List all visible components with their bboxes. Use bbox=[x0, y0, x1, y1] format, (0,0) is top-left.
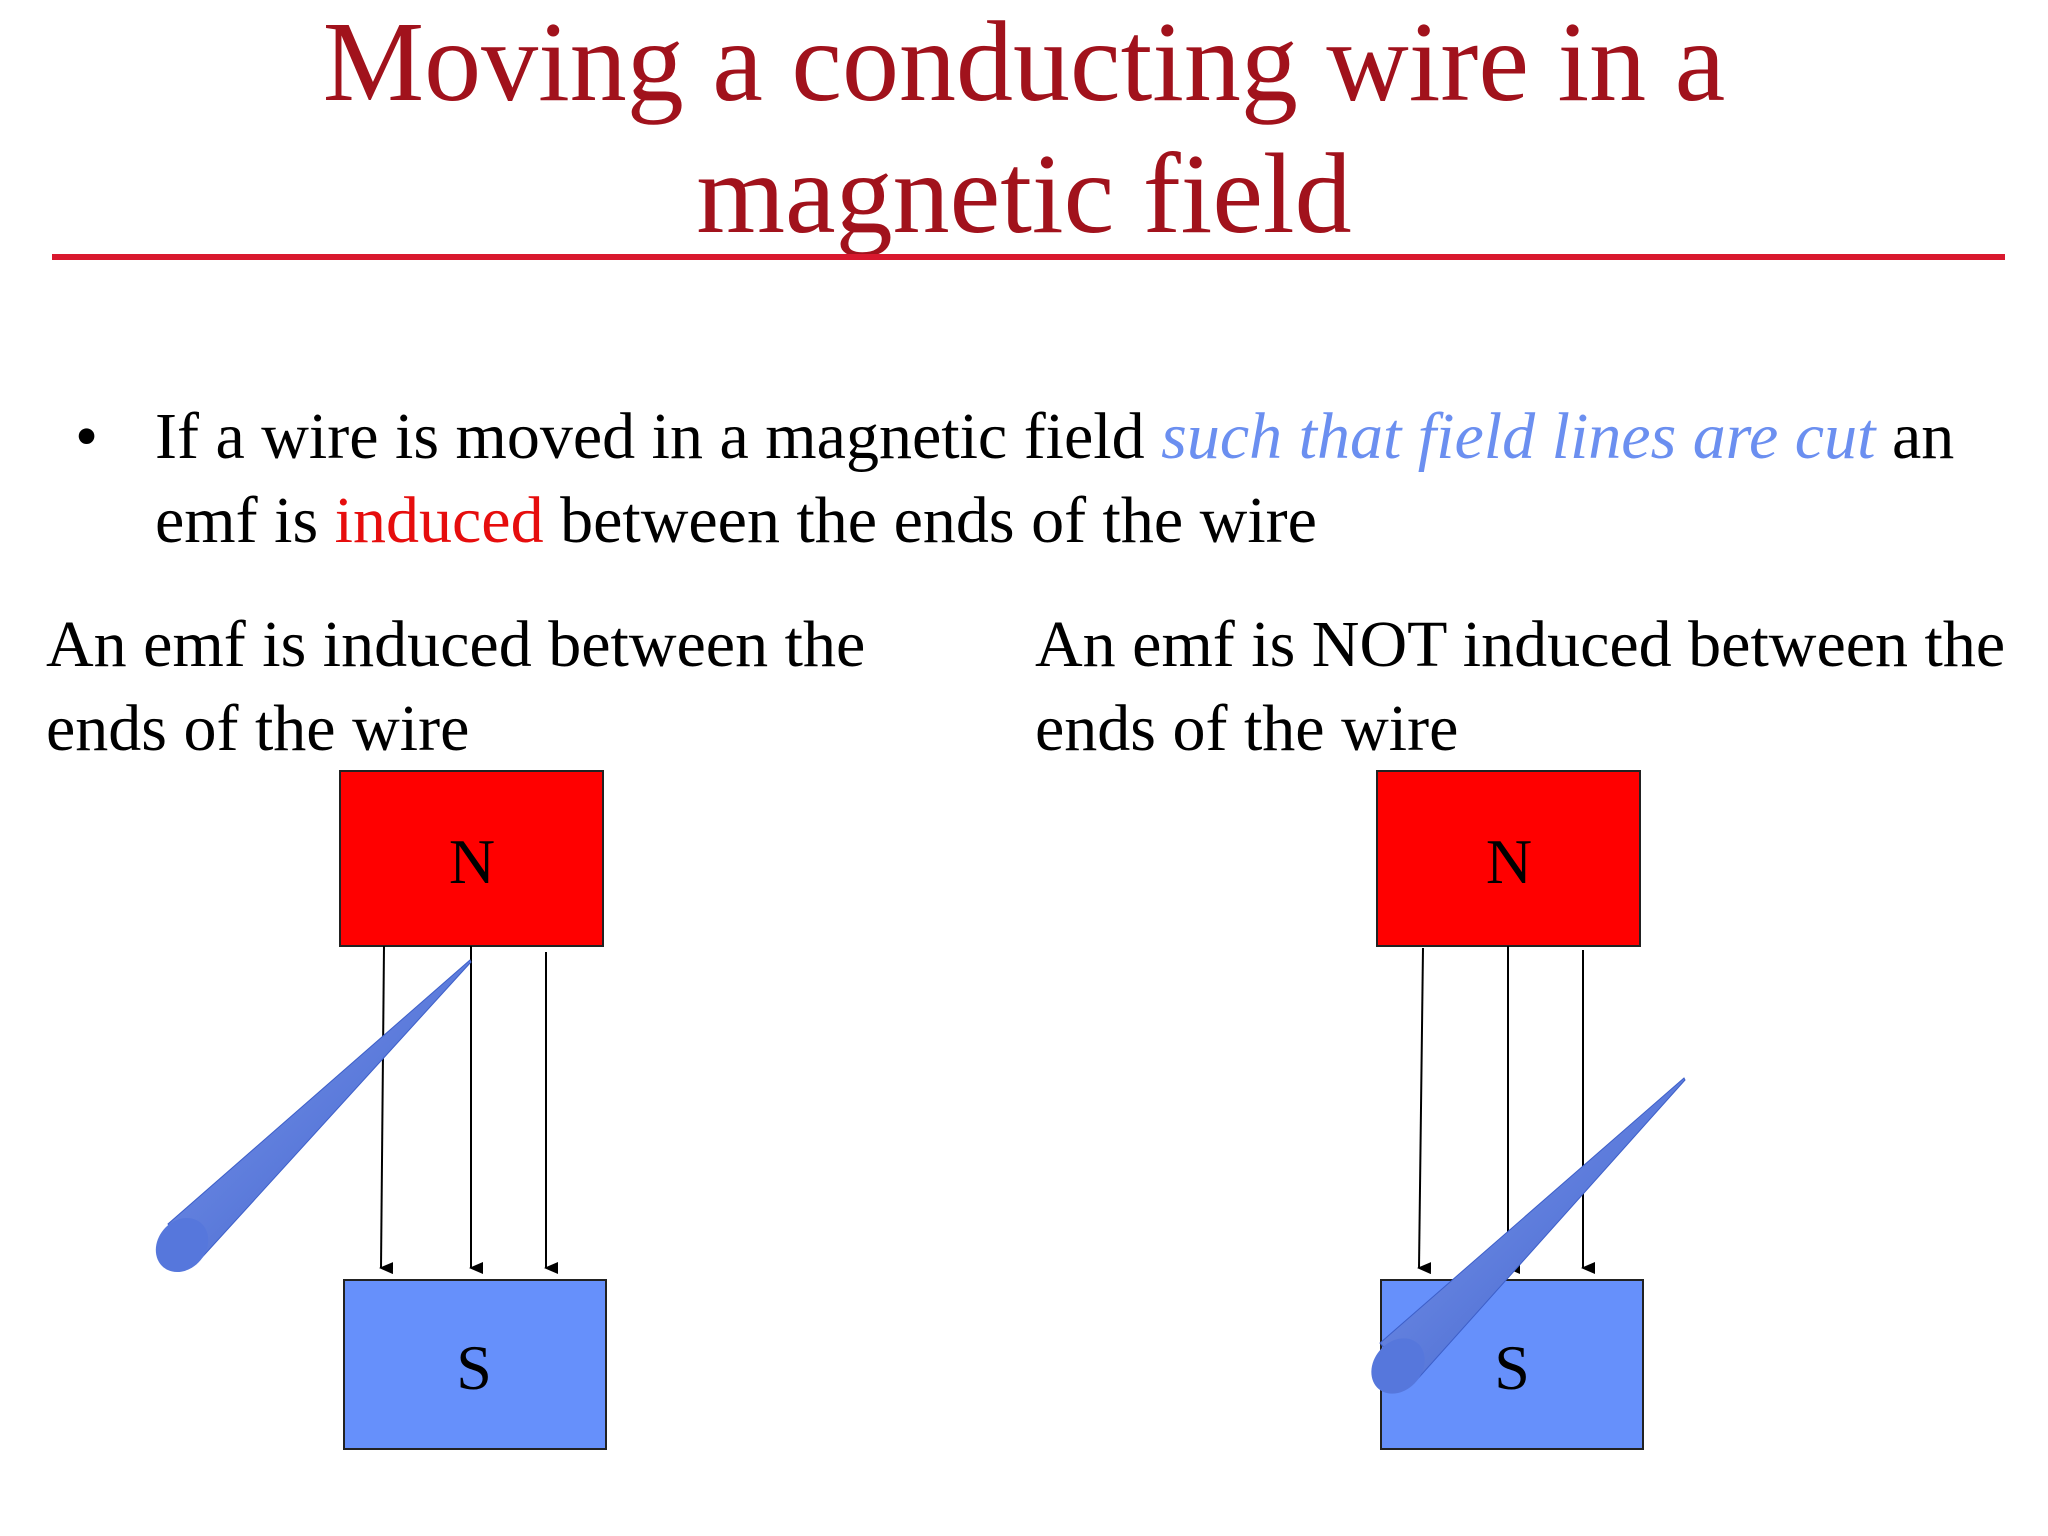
right-moving-wire bbox=[1371, 1077, 1686, 1394]
left-south-label: S bbox=[456, 1332, 492, 1403]
bullet-text: If a wire is moved in a magnetic field s… bbox=[155, 395, 2025, 563]
bullet-text-italic-highlight: such that field lines are cut bbox=[1161, 400, 1876, 473]
left-field-line-1 bbox=[379, 945, 394, 1275]
left-south-pole bbox=[343, 1279, 607, 1450]
left-north-label: N bbox=[448, 826, 496, 897]
title-underline bbox=[52, 254, 2005, 260]
bullet-text-red-highlight: induced bbox=[334, 484, 544, 557]
right-caption: An emf is NOT induced between the ends o… bbox=[1035, 608, 2006, 765]
left-magnet-diagram bbox=[155, 770, 607, 1450]
left-moving-wire bbox=[155, 959, 472, 1273]
bullet-text-part5: between the ends of the wire bbox=[543, 484, 1317, 557]
right-north-label: N bbox=[1485, 826, 1533, 897]
slide-title: Moving a conducting wire in a magnetic f… bbox=[0, 0, 2048, 260]
bullet-text-part1: If a wire is moved in a magnetic field bbox=[155, 400, 1162, 473]
title-line-1: Moving a conducting wire in a bbox=[322, 0, 1726, 125]
right-magnet-diagram bbox=[1371, 770, 1686, 1450]
right-south-label: S bbox=[1494, 1332, 1530, 1403]
left-caption: An emf is induced between the ends of th… bbox=[46, 608, 866, 765]
left-north-pole bbox=[339, 770, 604, 947]
right-north-pole bbox=[1376, 770, 1641, 947]
title-line-2: magnetic field bbox=[696, 130, 1352, 257]
bullet-text-part3: an emf is bbox=[155, 400, 1955, 557]
right-field-line-1 bbox=[1417, 947, 1432, 1275]
bullet-symbol: • bbox=[75, 400, 99, 473]
